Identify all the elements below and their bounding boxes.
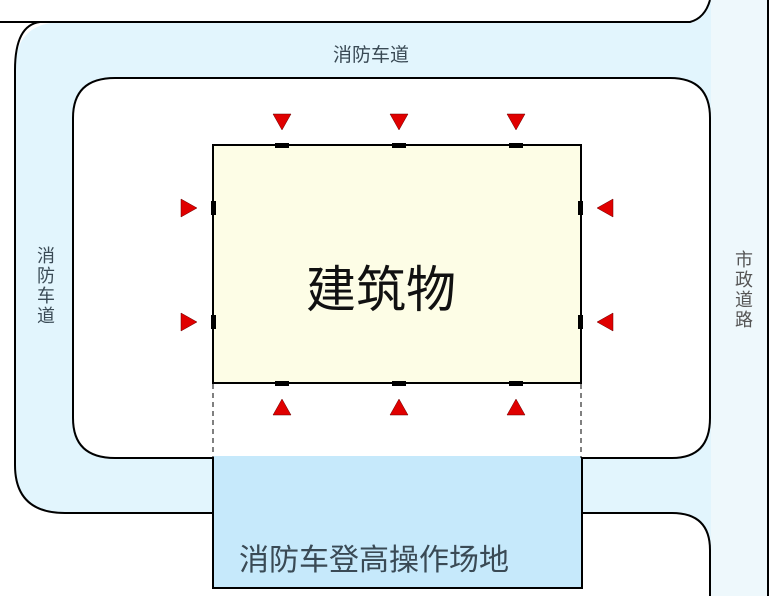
- entry-arrow-icons: [180, 113, 614, 416]
- top-fire-lane-label: 消防车道: [333, 44, 410, 66]
- building-label: 建筑物: [306, 261, 456, 319]
- operation-area-label: 消防车登高操作场地: [239, 543, 509, 578]
- operation-area: [212, 457, 583, 589]
- entrance-markers: [211, 143, 583, 386]
- municipal-road: [711, 0, 768, 596]
- left-fire-lane-label: 消防车道: [34, 246, 55, 326]
- municipal-road-label: 市政道路: [732, 250, 753, 330]
